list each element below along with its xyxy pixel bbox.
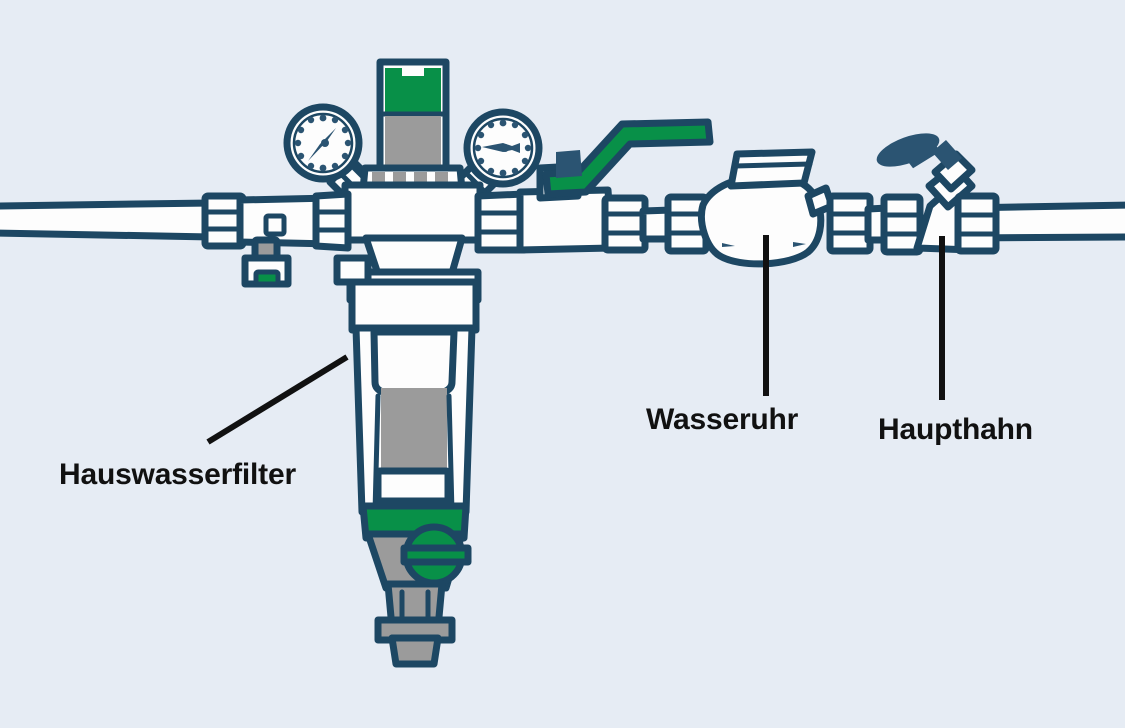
pressure-reducer-body — [312, 181, 528, 304]
pressure-reducer-cap — [376, 58, 450, 176]
meter-outlet-fitting — [826, 192, 874, 255]
filter-inlet-pipe — [236, 194, 336, 248]
leader-line-filter — [206, 354, 349, 445]
pressure-gauge-left[interactable] — [283, 103, 363, 183]
label-hauswasserfilter: Hauswasserfilter — [59, 458, 296, 491]
water-meter[interactable] — [698, 148, 836, 268]
tap-inlet-fitting — [880, 193, 924, 256]
union-fitting-after-valve — [601, 194, 649, 254]
supply-pipe-left — [0, 199, 216, 241]
pressure-gauge-right[interactable] — [463, 108, 543, 188]
label-haupthahn: Haupthahn — [878, 413, 1033, 446]
label-wasseruhr: Wasseruhr — [646, 403, 799, 436]
filter-drain-knob[interactable] — [400, 523, 472, 587]
filter-outlet-stub — [374, 580, 456, 668]
filter-top-collar — [348, 278, 480, 334]
ball-valve[interactable] — [516, 118, 714, 254]
tap-outlet-fitting — [954, 192, 1000, 255]
drain-valve-small — [241, 236, 292, 288]
filter-white-band — [374, 467, 452, 505]
